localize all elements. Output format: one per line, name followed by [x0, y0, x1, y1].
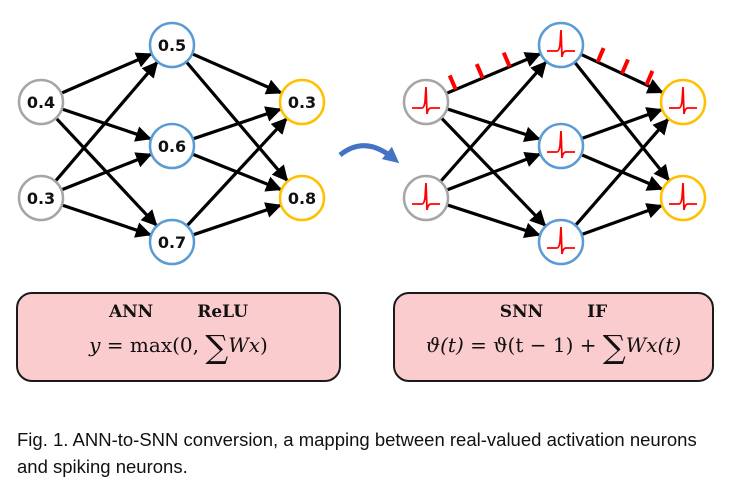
snn-connection-arrow	[445, 52, 542, 95]
neuron-value: 0.4	[27, 93, 55, 112]
spike-mark	[447, 74, 458, 91]
ann-hidden-neuron: 0.7	[148, 218, 196, 266]
ann-connection-arrow	[185, 117, 288, 227]
snn-connection-arrow	[581, 107, 663, 141]
ann-connection-arrow	[192, 106, 282, 141]
snn-connection-arrow	[445, 151, 542, 192]
snn-connection-arrow	[581, 203, 663, 237]
ann-connection-arrow	[185, 60, 289, 182]
ann-title: ANN	[108, 302, 154, 322]
neuron-value: 0.7	[158, 233, 186, 252]
spike-waveform-icon	[669, 182, 697, 211]
ann-input-neuron: 0.4	[17, 78, 65, 126]
snn-title: SNN	[499, 302, 544, 322]
ann-formula-box: ANN ReLU y = max(0, ∑Wx)	[16, 292, 341, 382]
spike-waveform-icon	[547, 29, 575, 58]
figure-caption: Fig. 1. ANN-to-SNN conversion, a mapping…	[17, 429, 697, 477]
network-diagram: 0.4 0.3 0.5 0.6 0.7 0.3 0.8	[17, 21, 707, 266]
neuron-value: 0.6	[158, 137, 186, 156]
ann-hidden-neuron: 0.6	[148, 122, 196, 170]
ann-input-neuron: 0.3	[17, 174, 65, 222]
spike-mark	[474, 63, 485, 79]
snn-hidden-neuron	[537, 21, 585, 69]
snn-connection-arrow	[574, 118, 670, 227]
spike-mark	[620, 58, 630, 75]
spike-mark	[595, 47, 606, 63]
neuron-value: 0.3	[27, 189, 55, 208]
neuron-value: 0.8	[288, 189, 316, 208]
snn-hidden-neuron	[537, 122, 585, 170]
ann-connection-arrow	[61, 203, 152, 238]
conversion-arrow	[338, 143, 400, 164]
spike-waveform-icon	[412, 182, 440, 211]
if-equation: ϑ(t) = ϑ(t − 1) + ∑Wx(t)	[425, 328, 682, 366]
ann-connection-arrow	[192, 202, 282, 237]
snn-connection-arrow	[446, 203, 541, 239]
relu-equation: y = max(0, ∑Wx)	[89, 328, 268, 366]
snn-output-neuron	[659, 174, 707, 222]
spike-mark	[501, 51, 512, 68]
neuron-value: 0.3	[288, 93, 316, 112]
ann-activation: ReLU	[197, 302, 249, 322]
snn-formula-box: SNN IF ϑ(t) = ϑ(t − 1) + ∑Wx(t)	[393, 292, 714, 382]
snn-input-neuron	[402, 174, 450, 222]
neuron-value: 0.5	[158, 36, 186, 55]
snn-connection-arrow	[439, 61, 547, 183]
spike-mark	[644, 70, 655, 86]
ann-connection-arrow	[191, 52, 283, 95]
snn-output-neuron	[659, 78, 707, 126]
ann-connection-arrow	[60, 152, 153, 192]
spike-waveform-icon	[412, 86, 440, 115]
snn-input-neuron	[402, 78, 450, 126]
spike-waveform-icon	[547, 226, 575, 255]
spike-waveform-icon	[547, 130, 575, 159]
ann-output-neuron: 0.8	[278, 174, 326, 222]
ann-hidden-neuron: 0.5	[148, 21, 196, 69]
ann-output-neuron: 0.3	[278, 78, 326, 126]
ann-connection-arrow	[54, 61, 159, 183]
spike-waveform-icon	[669, 86, 697, 115]
snn-connection-arrow	[573, 61, 670, 182]
snn-activation: IF	[587, 302, 608, 322]
snn-hidden-neuron	[537, 218, 585, 266]
ann-connection-arrow	[60, 52, 153, 95]
